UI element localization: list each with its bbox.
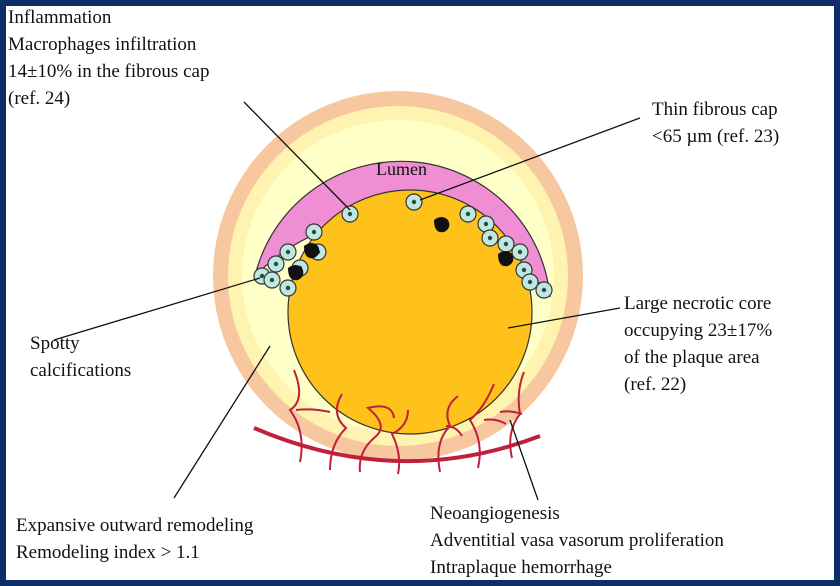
spotty-calcifications-label: Spotty calcifications xyxy=(30,330,131,384)
lumen-label: Lumen xyxy=(376,156,427,183)
necrotic-core-label: Large necrotic core occupying 23±17% of … xyxy=(624,290,772,398)
inflammation-label: Inflammation Macrophages infiltration 14… xyxy=(8,4,209,112)
neoangiogenesis-label: Neoangiogenesis Adventitial vasa vasorum… xyxy=(430,500,724,581)
remodeling-label: Expansive outward remodeling Remodeling … xyxy=(16,512,253,566)
necrotic-core xyxy=(288,190,532,434)
thin-fibrous-cap-label: Thin fibrous cap <65 µm (ref. 23) xyxy=(652,96,779,150)
